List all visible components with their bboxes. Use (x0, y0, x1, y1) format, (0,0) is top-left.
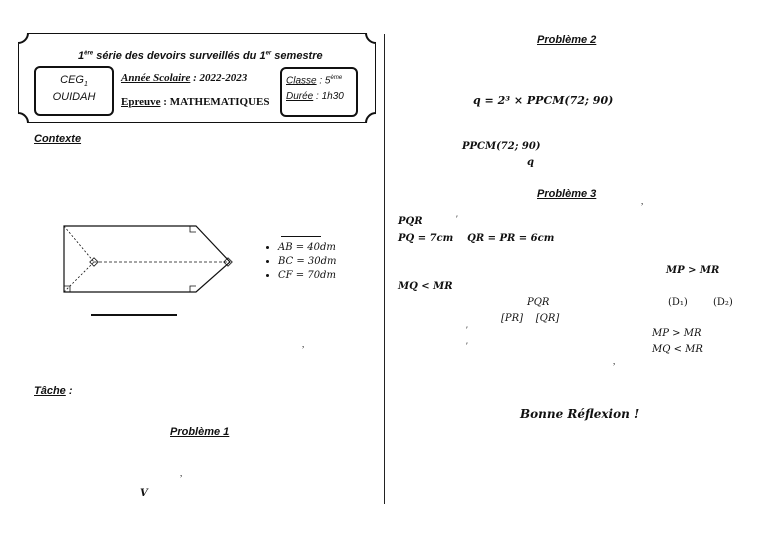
comma-mark: , (302, 339, 305, 349)
problem1-heading: Problème 1 (170, 426, 230, 438)
year-line: Année Scolaire : 2022-2023 (121, 72, 248, 84)
school-town: OUIDAH (52, 91, 96, 104)
task-heading: Tâche : (34, 385, 73, 397)
comma-top: , (641, 196, 644, 206)
condition-mq-mr: MQ < MR (398, 281, 453, 292)
subject-line: Epreuve : MATHEMATIQUES (121, 96, 270, 108)
pentagon-figure (63, 225, 233, 293)
signoff: Bonne Réflexion ! (520, 407, 640, 421)
tick-mark-2: ′ (466, 325, 468, 335)
condition-mq-mr-2: MQ < MR (652, 344, 703, 355)
header-title: 1ère série des devoirs surveillés du 1er… (78, 50, 323, 62)
line-d1: (D₁) (668, 297, 688, 308)
header-frame (18, 33, 376, 123)
bullets-rule (281, 236, 321, 237)
column-divider (384, 34, 385, 504)
condition-mp-mr-2: MP > MR (652, 328, 702, 339)
dimension-list: AB = 40dm BC = 30dm CF = 70dm (264, 241, 337, 283)
school-name: CEG (60, 74, 84, 86)
comma-mark-2: , (180, 468, 183, 478)
context-heading: Contexte (34, 133, 82, 145)
school-box: CEG1 OUIDAH (34, 66, 114, 116)
dimension-item: CF = 70dm (278, 269, 337, 283)
problem2-heading: Problème 2 (537, 34, 597, 46)
line-d2: (D₂) (713, 297, 733, 308)
triangle-lengths: PQ = 7cm QR = PR = 6cm (398, 233, 555, 244)
figure-underline (91, 314, 177, 316)
problem3-heading: Problème 3 (537, 188, 597, 200)
class-box: Classe : 5ème Durée : 1h30 (280, 67, 358, 117)
q-formula: q = 2³ × PPCM(72; 90) (473, 94, 614, 107)
tick-mark: ′ (456, 214, 458, 224)
triangle-name: PQR (398, 216, 423, 227)
dimension-item: AB = 40dm (278, 241, 337, 255)
tick-mark-3: ′ (466, 341, 468, 351)
segments: [PR] [QR] (501, 313, 560, 324)
q-label: q (527, 157, 534, 168)
v-label: V (140, 488, 148, 499)
condition-mp-mr: MP > MR (666, 265, 720, 276)
ppcm-label: PPCM(72; 90) (462, 141, 541, 152)
comma-mid: , (613, 356, 616, 366)
triangle-name-small: PQR (527, 297, 550, 308)
dimension-item: BC = 30dm (278, 255, 337, 269)
